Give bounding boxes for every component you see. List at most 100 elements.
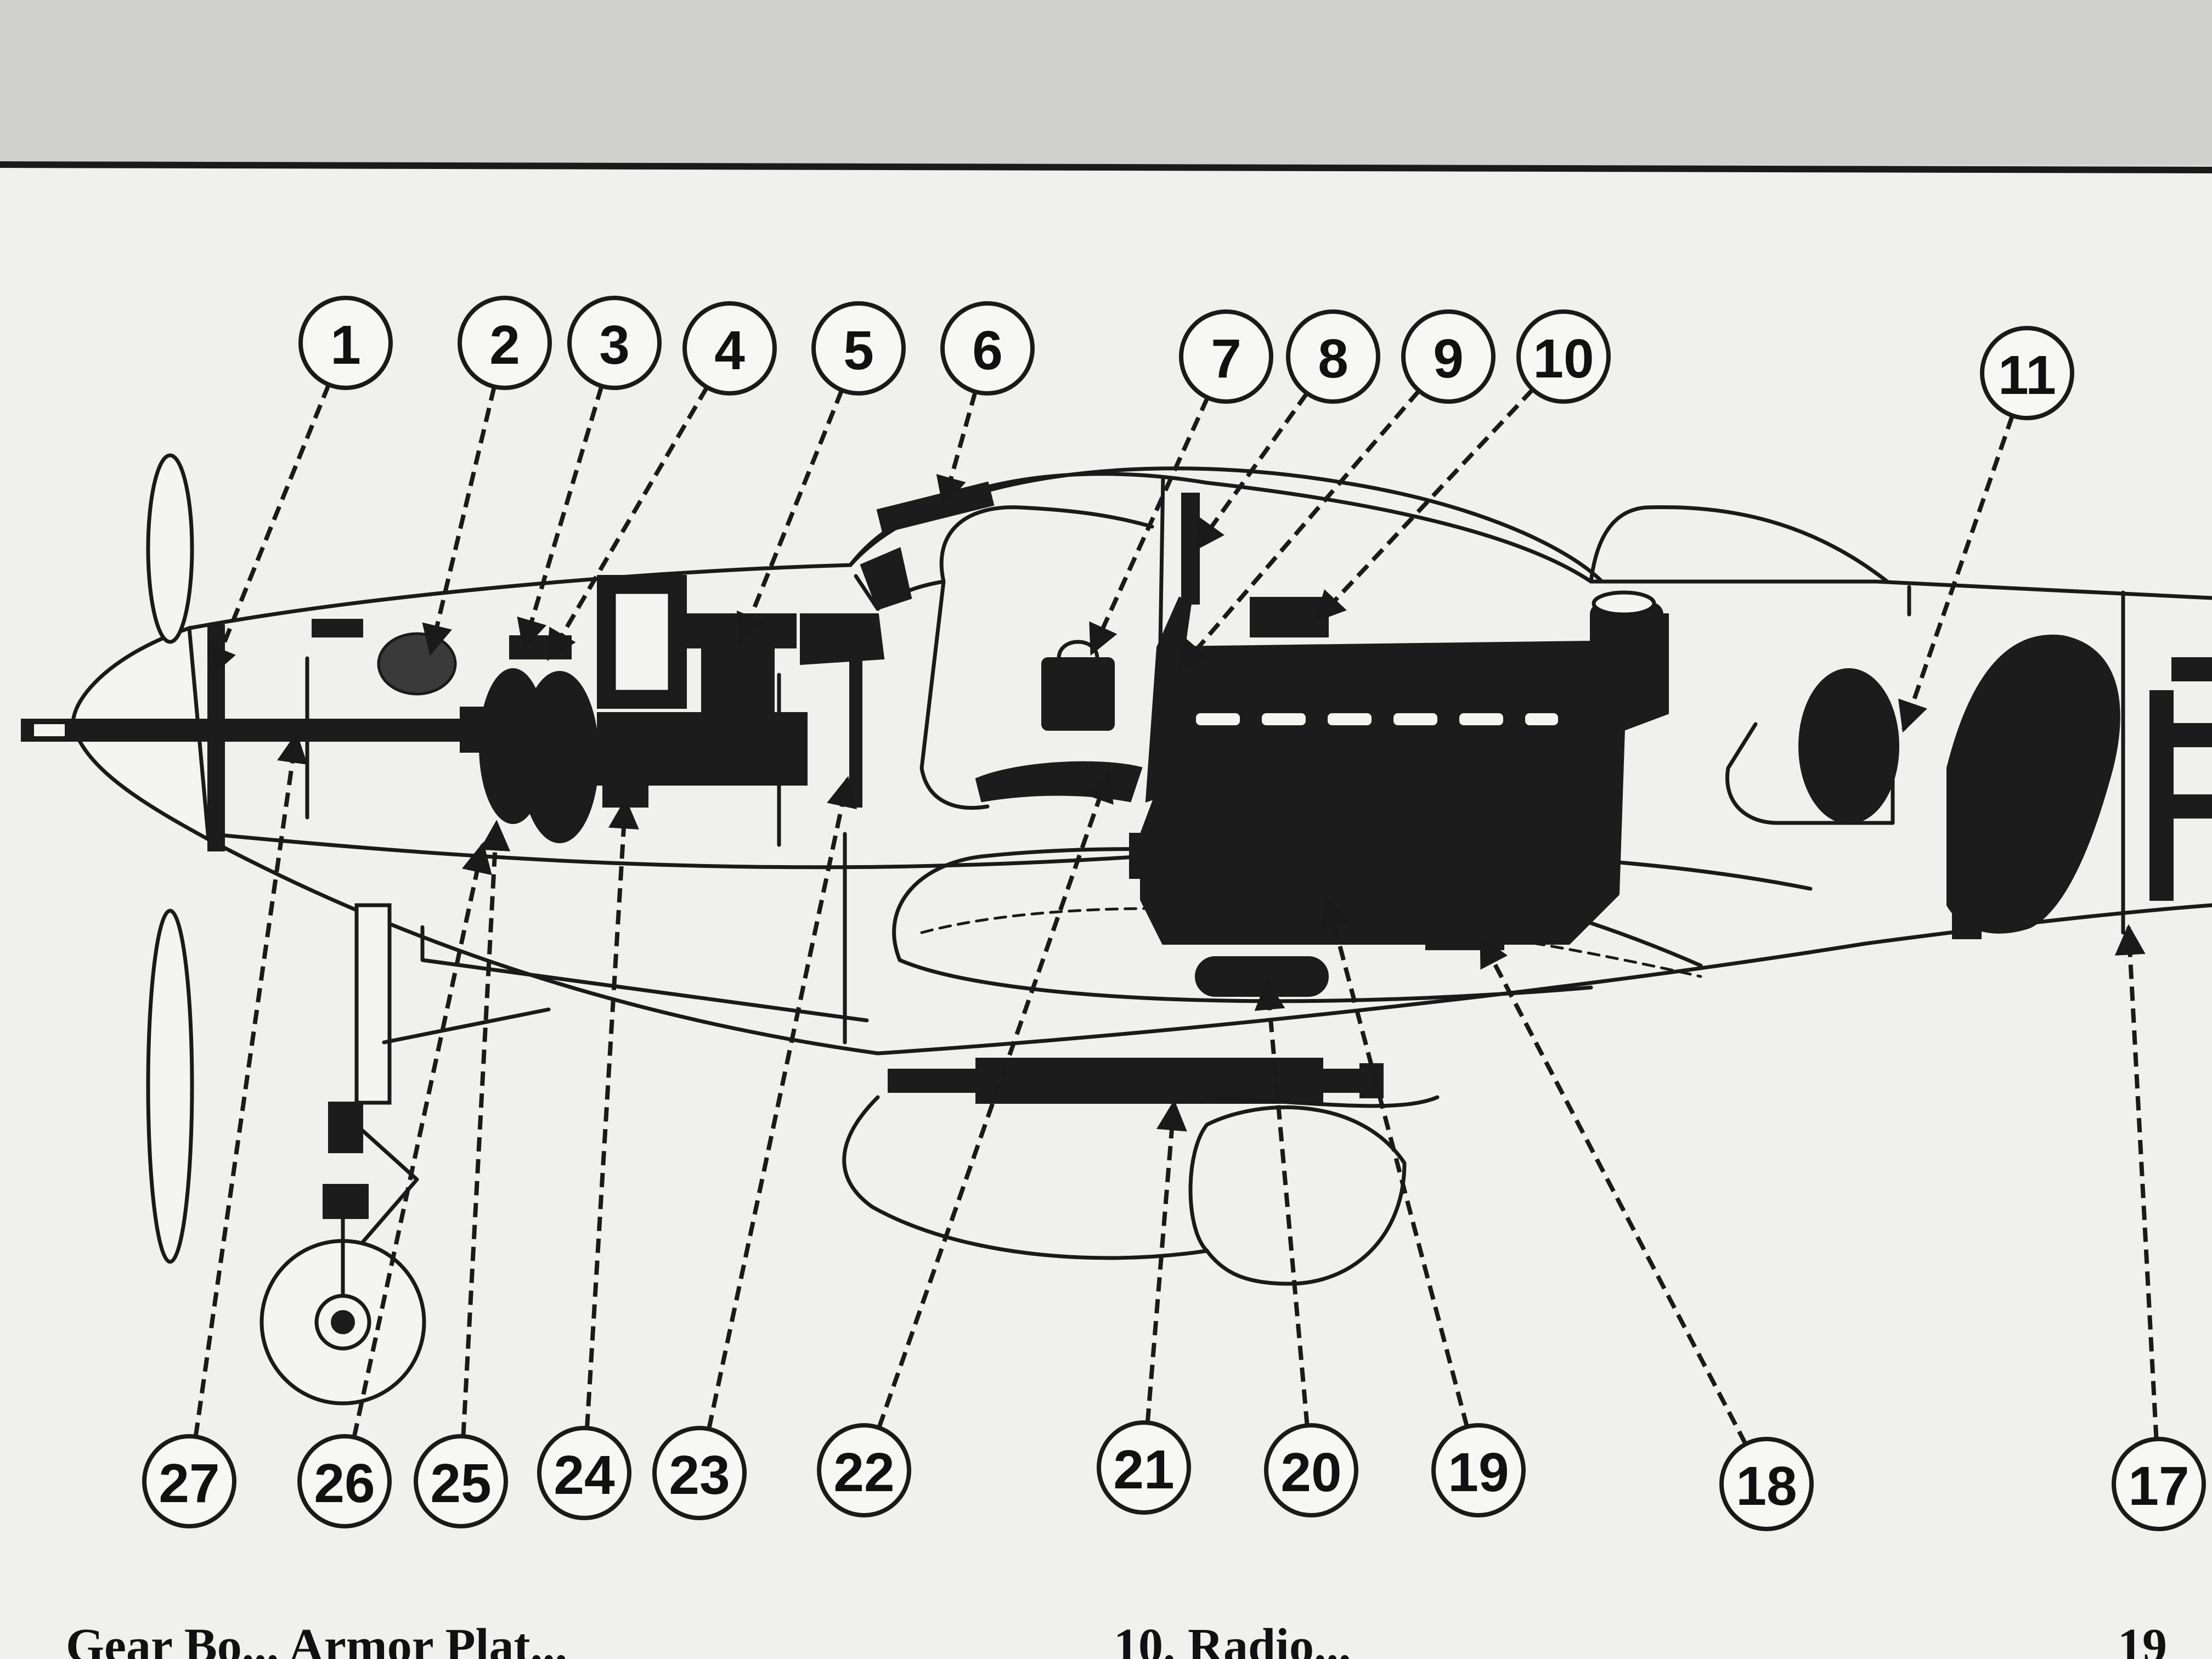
callout-circle-27 [142,1434,236,1528]
callout-22: 22 [817,1423,911,1517]
callout-4: 4 [682,301,777,396]
callout-number-22: 22 [833,1442,894,1503]
page-rule [0,161,2212,173]
callout-number-1: 1 [330,314,361,376]
leader-line-24 [585,798,639,1429]
callout-number-25: 25 [430,1453,491,1514]
leader-line-21 [1145,1099,1187,1423]
oil-cooler [1195,956,1329,997]
leader-line-11 [1898,415,2015,733]
callout-circle-5 [811,301,906,396]
callout-number-10: 10 [1533,328,1594,390]
callout-17: 17 [2112,1437,2206,1531]
callout-23: 23 [652,1426,747,1520]
callout-circle-6 [940,301,1035,396]
leader-line-5 [736,389,844,645]
callout-circle-21 [1097,1420,1191,1515]
leader-line-18 [1479,935,1748,1446]
rear-components [1798,634,2212,939]
wing-lower [842,1095,1440,1286]
callout-number-18: 18 [1736,1455,1797,1517]
callout-circle-7 [1179,309,1273,404]
callout-circle-11 [1980,326,2074,420]
callout-26: 26 [297,1434,392,1528]
callout-circle-10 [1516,309,1611,404]
callout-3: 3 [567,296,662,390]
callout-circle-19 [1431,1423,1526,1517]
callout-2: 2 [458,296,552,390]
leader-line-8 [1194,392,1309,551]
nose-landing-gear [259,903,551,1406]
callout-circle-9 [1401,309,1496,404]
callout-6: 6 [940,301,1035,396]
callout-18: 18 [1719,1437,1814,1531]
callout-number-23: 23 [669,1444,730,1506]
caption-left: Gear Bo... Armor Plat... [66,1619,567,1659]
callout-circle-24 [537,1426,631,1520]
callout-number-8: 8 [1318,328,1348,390]
leader-line-27 [193,732,308,1437]
wing-guns [888,1058,1384,1104]
callout-24: 24 [537,1426,631,1520]
callout-circle-4 [682,301,777,396]
paper-sheet [0,165,2212,1659]
leader-line-4 [546,386,709,661]
callout-number-2: 2 [489,314,520,376]
leader-line-10 [1314,388,1534,623]
leader-line-20 [1254,979,1310,1426]
callout-1: 1 [298,296,393,390]
leader-line-9 [1177,389,1421,672]
callout-9: 9 [1401,309,1496,404]
callout-number-11: 11 [1998,345,2056,406]
leader-line-23 [707,776,857,1430]
caption-page-number: 19 [2118,1619,2167,1659]
callout-circle-17 [2112,1437,2206,1531]
callout-8: 8 [1286,309,1380,404]
callout-number-3: 3 [599,314,630,376]
callout-20: 20 [1264,1423,1358,1517]
callout-circle-18 [1719,1437,1814,1531]
callout-number-27: 27 [159,1453,219,1514]
leader-line-2 [422,386,496,656]
callout-number-6: 6 [972,320,1003,381]
callout-number-5: 5 [843,320,874,381]
callout-19: 19 [1431,1423,1526,1517]
callout-number-7: 7 [1211,328,1242,390]
callout-25: 25 [414,1434,508,1528]
callout-7: 7 [1179,309,1273,404]
caption-center: 10. Radio... [1114,1619,1351,1659]
callout-10: 10 [1516,309,1611,404]
callout-number-9: 9 [1433,328,1464,390]
leader-line-26 [352,842,492,1438]
callout-5: 5 [811,301,906,396]
leader-line-7 [1089,397,1210,656]
callout-circle-25 [414,1434,508,1528]
callout-number-20: 20 [1280,1442,1341,1503]
leader-line-22 [877,770,1114,1429]
callout-circle-1 [298,296,393,390]
callout-number-24: 24 [554,1444,615,1506]
leader-line-25 [461,820,511,1437]
callout-circle-26 [297,1434,392,1528]
leader-line-19 [1319,896,1469,1427]
callout-number-4: 4 [714,320,745,381]
page-shadow [0,0,2212,165]
callout-11: 11 [1980,326,2074,420]
callout-number-21: 21 [1113,1439,1174,1500]
leader-line-3 [517,385,604,651]
callout-21: 21 [1097,1420,1191,1515]
callout-circle-23 [652,1426,747,1520]
leader-line-17 [2114,924,2159,1440]
callout-27: 27 [142,1434,236,1528]
callout-circle-22 [817,1423,911,1517]
callout-circle-3 [567,296,662,390]
callout-circle-20 [1264,1423,1358,1517]
callout-circle-8 [1286,309,1380,404]
callout-number-19: 19 [1448,1442,1509,1503]
leader-line-1 [207,383,331,678]
callout-number-26: 26 [314,1453,375,1514]
callout-circle-2 [458,296,552,390]
callout-number-17: 17 [2128,1455,2189,1517]
